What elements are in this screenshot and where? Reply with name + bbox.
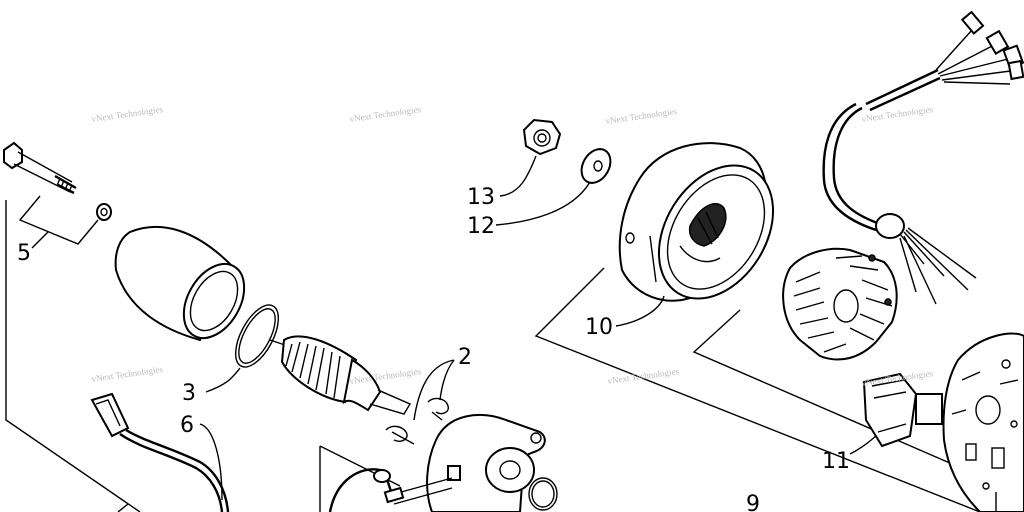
callout-5-bracket <box>18 195 99 245</box>
starter-armature <box>269 335 412 415</box>
flywheel-nut <box>522 118 562 156</box>
flywheel <box>618 142 775 302</box>
watermark: vNext Technologies <box>91 364 164 384</box>
stator-wiring-harness <box>822 10 1024 305</box>
watermark: vNext Technologies <box>349 104 422 124</box>
callout-12: 12 <box>467 214 495 239</box>
flywheel-washer <box>580 148 612 184</box>
starter-o-ring <box>234 304 280 368</box>
pulser-coil <box>862 372 943 448</box>
assembly-bracket-right <box>534 267 981 512</box>
starter-cable <box>90 392 230 512</box>
brush-clip-left <box>385 425 415 445</box>
starter-through-bolt <box>3 141 77 195</box>
watermark: vNext Technologies <box>861 104 934 124</box>
callout-6: 6 <box>180 413 194 438</box>
starter-washer <box>96 203 112 221</box>
callout-9: 9 <box>746 492 760 512</box>
watermark: vNext Technologies <box>91 104 164 124</box>
callout-11: 11 <box>822 449 850 474</box>
callout-5-leader <box>31 231 49 249</box>
stator <box>782 247 898 361</box>
callout-3: 3 <box>182 381 196 406</box>
assembly-bracket-left <box>5 200 141 512</box>
callout-6-leader <box>199 423 223 501</box>
stator-base-plate <box>942 332 1024 512</box>
starter-end-cover <box>426 413 546 512</box>
starter-lead-wire <box>319 445 453 512</box>
callout-2-leader <box>413 359 455 421</box>
callout-12-leader <box>495 181 591 226</box>
starter-yoke-housing <box>114 225 246 342</box>
callout-5: 5 <box>17 241 31 266</box>
callout-3-leader <box>205 367 241 393</box>
assembly-bracket-stator <box>692 309 1013 491</box>
brush-clip-right <box>427 397 449 421</box>
callout-10: 10 <box>585 315 613 340</box>
end-cover-o-ring <box>528 477 558 511</box>
callout-13-leader <box>499 155 537 197</box>
callout-13: 13 <box>467 185 495 210</box>
callout-10-leader <box>615 295 665 327</box>
watermark: vNext Technologies <box>605 106 678 126</box>
callout-2: 2 <box>458 345 472 370</box>
